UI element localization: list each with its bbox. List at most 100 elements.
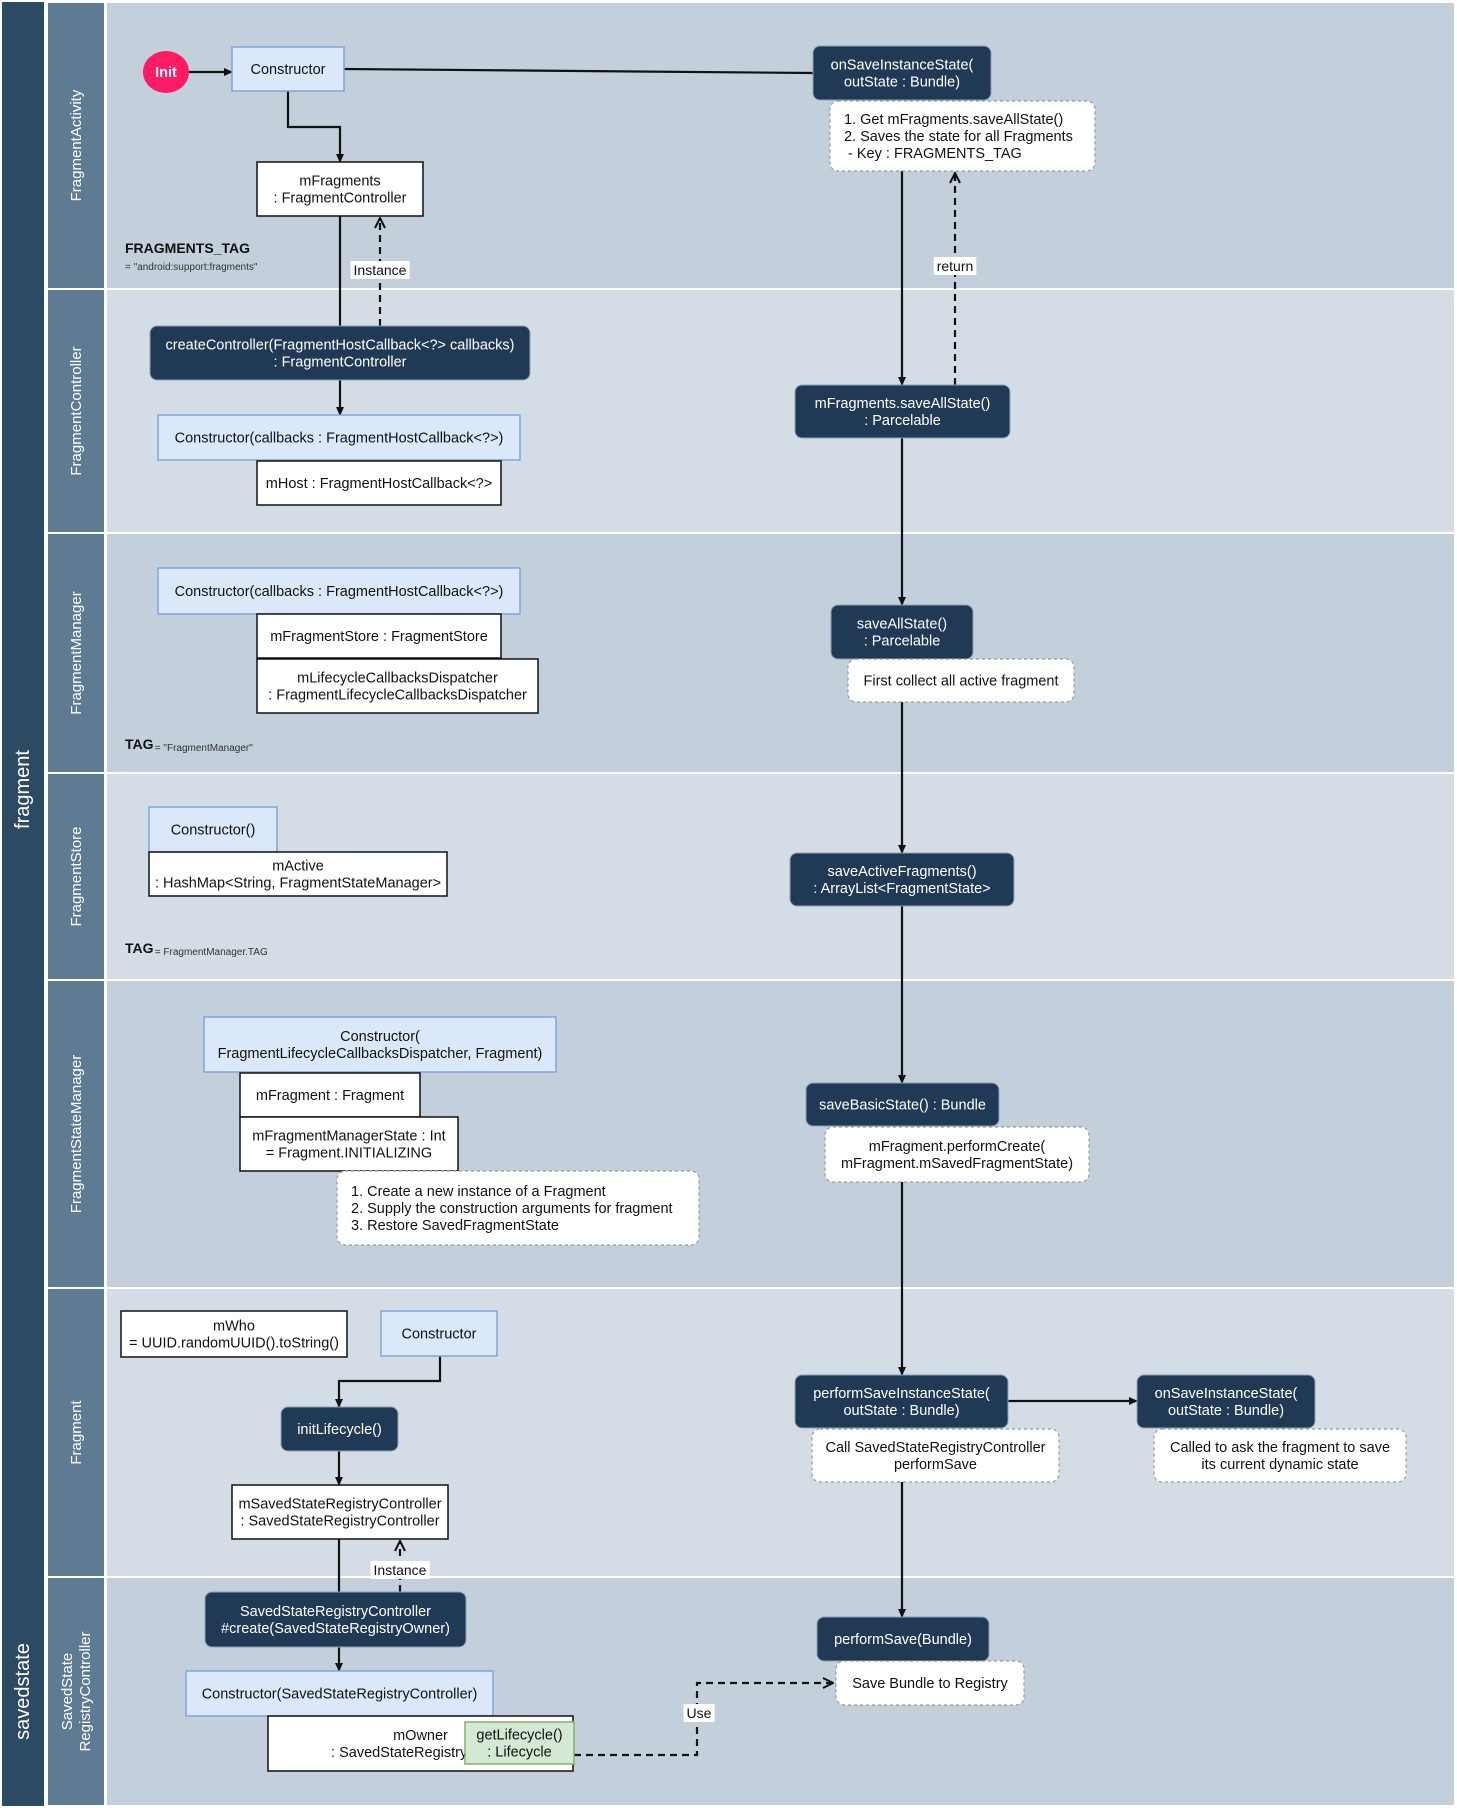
lane-background: [105, 1, 1456, 290]
node-text: saveAllState(): Parcelable: [857, 617, 947, 650]
method-node-shape: [812, 45, 992, 101]
note-node-shape: [829, 100, 1096, 172]
node-fc-mhost: mHost : FragmentHostCallback<?>: [256, 460, 502, 506]
node-fa-onsave: onSaveInstanceState(outState : Bundle): [812, 45, 992, 101]
node-text: mFragmentManagerState : Int= Fragment.IN…: [252, 1129, 445, 1162]
node-text: Init: [155, 65, 177, 81]
lane-label: FragmentManager: [68, 591, 85, 714]
tag-fa: FRAGMENTS_TAG = "android:support:fragment…: [125, 240, 258, 273]
group-fragment: fragment: [2, 2, 44, 1577]
node-text: onSaveInstanceState(outState : Bundle): [1155, 1386, 1298, 1419]
ctor-node-shape: [185, 1670, 494, 1717]
tag-name: TAG: [125, 736, 154, 752]
group-band: [2, 1577, 44, 1806]
lane-label: FragmentActivity: [68, 89, 85, 201]
ctor-node-shape: [231, 46, 345, 92]
node-text: First collect all active fragment: [863, 674, 1058, 690]
node-fsm-mfragment: mFragment : Fragment: [239, 1072, 421, 1118]
lane-label: FragmentStore: [68, 826, 85, 926]
lbl-use: Use: [683, 1704, 715, 1722]
method-node-shape: [204, 1591, 467, 1648]
node-text: mFragments: FragmentController: [274, 174, 407, 207]
note-node-shape: [336, 1170, 700, 1246]
node-text: getLifecycle(): Lifecycle: [476, 1728, 562, 1761]
edge-label-text: return: [937, 258, 974, 274]
node-text: performSaveInstanceState(outState : Bund…: [813, 1386, 990, 1419]
tag-fm: TAG= "FragmentManager": [125, 736, 253, 754]
lane-label: FragmentController: [68, 346, 85, 475]
node-text: mFragment : Fragment: [256, 1088, 404, 1104]
edge-label-bg: [933, 257, 977, 275]
lane-header: [46, 979, 106, 1289]
field-node-shape: [148, 851, 448, 897]
node-text: SavedStateRegistryController#create(Save…: [221, 1604, 450, 1637]
node-text: Constructor(callbacks : FragmentHostCall…: [175, 584, 504, 600]
edge-label-text: Instance: [374, 1562, 427, 1578]
green-node-shape: [464, 1721, 575, 1765]
edge-label-bg: [350, 261, 410, 279]
node-text: mFragments.saveAllState(): Parcelable: [815, 396, 991, 429]
lane-header: [46, 772, 106, 981]
lane-label: FragmentStateManager: [68, 1055, 85, 1213]
note-node-shape: [835, 1660, 1025, 1706]
tag-value: = "android:support:fragments": [125, 262, 258, 273]
tag-name: FRAGMENTS_TAG: [125, 240, 250, 256]
init-node-shape: [143, 51, 189, 93]
method-node-shape: [1136, 1374, 1316, 1429]
node-ss-note: Save Bundle to Registry: [835, 1660, 1025, 1706]
node-init: Init: [143, 51, 189, 93]
edge-label-text: Instance: [354, 262, 407, 278]
node-fm-saveall: saveAllState(): Parcelable: [830, 604, 974, 660]
group-savedstate: savedstate: [2, 1577, 44, 1806]
method-node-shape: [794, 384, 1011, 439]
node-text: 1. Get mFragments.saveAllState()2. Saves…: [844, 112, 1073, 162]
node-text: mWho= UUID.randomUUID().toString(): [129, 1319, 339, 1352]
node-fs-mactive: mActive: HashMap<String, FragmentStateMa…: [148, 851, 448, 897]
field-node-shape: [239, 1072, 421, 1118]
node-text: saveActiveFragments(): ArrayList<Fragmen…: [813, 864, 990, 897]
field-node-shape: [256, 161, 424, 217]
node-fr-ctor: Constructor: [380, 1310, 498, 1357]
node-text: mLifecycleCallbacksDispatcher: FragmentL…: [268, 671, 527, 704]
node-text: saveBasicState() : Bundle: [819, 1098, 986, 1114]
method-node-shape: [280, 1406, 399, 1452]
node-fm-note: First collect all active fragment: [847, 658, 1075, 703]
tag-value: = "FragmentManager": [155, 743, 253, 754]
node-text: Constructor: [402, 1327, 477, 1343]
ctor-node-shape: [380, 1310, 498, 1357]
edge-ctor-initlifecycle: [334, 1356, 442, 1408]
node-fm-dispatcher: mLifecycleCallbacksDispatcher: FragmentL…: [256, 658, 539, 714]
method-node-shape: [794, 1374, 1009, 1429]
node-fm-ctor: Constructor(callbacks : FragmentHostCall…: [157, 567, 521, 615]
lbl-return: return: [933, 257, 977, 275]
node-fa-ctor: Constructor: [231, 46, 345, 92]
node-text: createController(FragmentHostCallback<?>…: [166, 338, 515, 371]
edge-ctor-onsave: [343, 67, 814, 75]
group-label: savedstate: [12, 1643, 34, 1740]
field-node-shape: [256, 613, 502, 659]
edge-ctor-mfragments: [286, 91, 345, 163]
lane-header: [46, 288, 106, 534]
lane-label: Fragment: [68, 1400, 85, 1465]
node-ss-getlifecycle: getLifecycle(): Lifecycle: [464, 1721, 575, 1765]
node-fr-initlifecycle: initLifecycle(): [280, 1406, 399, 1452]
field-node-shape: [231, 1484, 449, 1540]
node-fr-onsave: onSaveInstanceState(outState : Bundle): [1136, 1374, 1316, 1429]
group-label: fragment: [12, 750, 34, 829]
node-ss-performsave: performSave(Bundle): [816, 1616, 990, 1662]
node-fc-ctor: Constructor(callbacks : FragmentHostCall…: [157, 414, 521, 461]
node-fsm-note2: mFragment.performCreate(mFragment.mSaved…: [824, 1126, 1090, 1183]
note-node-shape: [847, 658, 1075, 703]
method-node-shape: [149, 325, 531, 381]
lbl-instance-1: Instance: [350, 261, 410, 279]
edge-label-bg: [683, 1704, 715, 1722]
method-node-shape: [789, 852, 1015, 907]
node-text: Constructor(SavedStateRegistryController…: [202, 1687, 478, 1703]
